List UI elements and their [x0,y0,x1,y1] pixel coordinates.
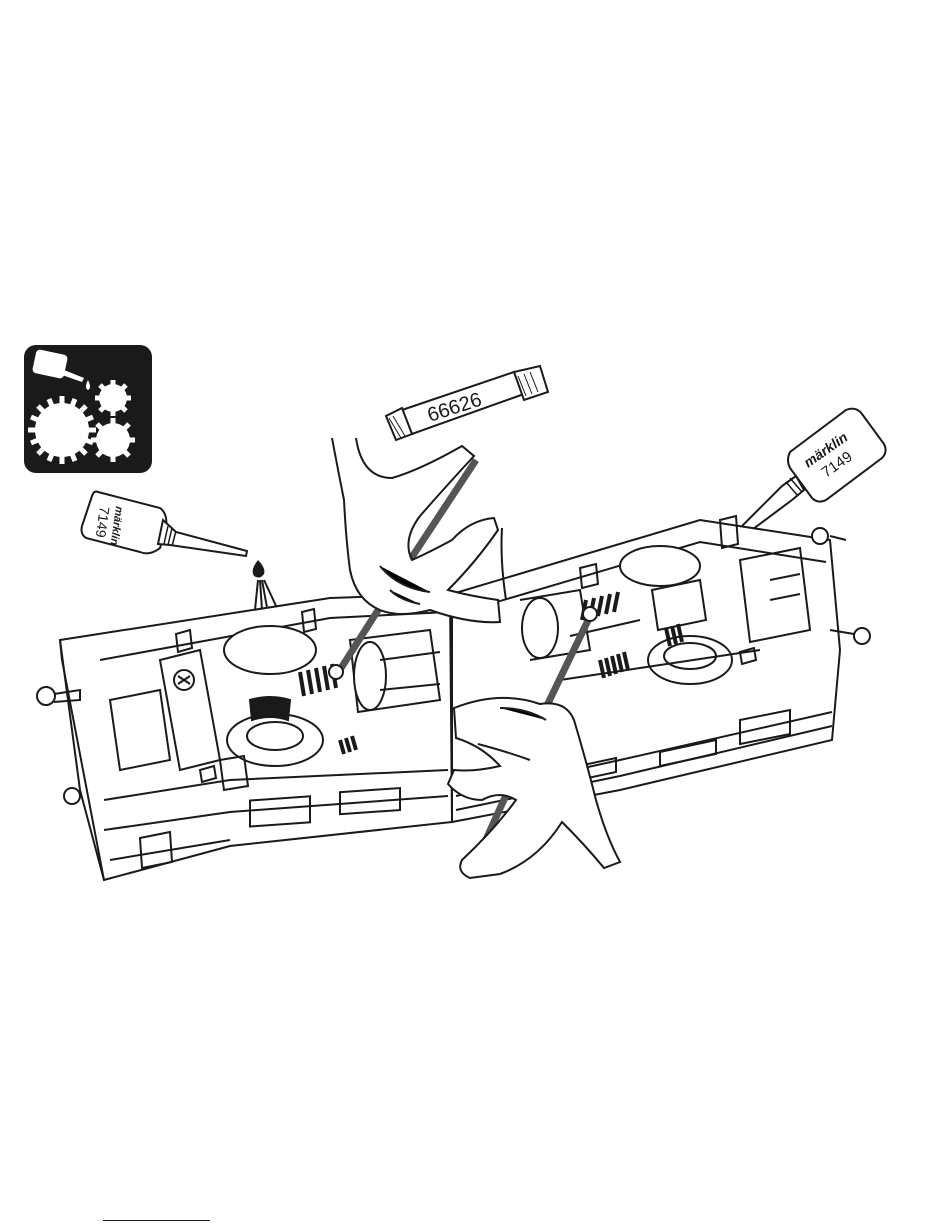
oil-gears-icon [24,345,152,473]
grease-tube: 66626 [386,366,548,440]
footer-rule [103,1220,210,1221]
locomotive-left-section [37,594,452,880]
oil-drop-icon [253,560,265,578]
